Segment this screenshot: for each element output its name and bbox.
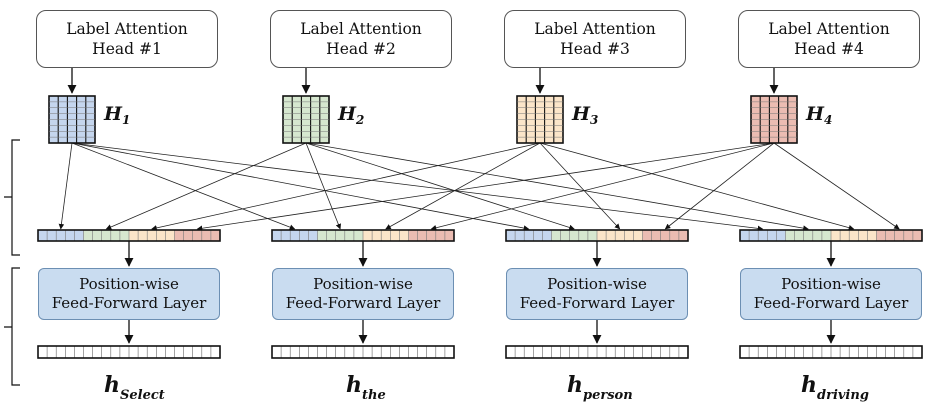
connection-h1-to-token-3 <box>71 142 530 231</box>
connection-h4-to-token-4 <box>773 142 900 230</box>
concat-vector-2-segment-4 <box>408 230 454 241</box>
concat-vector-4-segment-2 <box>785 230 831 241</box>
connection-h2-to-token-3 <box>305 142 575 231</box>
matrix-label-h1-main: H <box>104 103 122 125</box>
output-the-sub: the <box>362 388 386 403</box>
label-attention-head-2: Label Attention Head #2 <box>270 10 452 68</box>
bracket-feedforward <box>4 267 20 386</box>
feed-forward-layer-1: Position-wise Feed-Forward Layer <box>38 268 220 320</box>
connection-h4-to-token-3 <box>664 142 775 230</box>
concat-vector-3-segment-2 <box>551 230 597 241</box>
matrix-label-h1: H1 <box>104 103 130 127</box>
output-label-the: hthe <box>346 372 386 403</box>
head-2-line2: Head #2 <box>326 40 396 58</box>
connection-h2-to-token-2 <box>305 142 341 230</box>
ffn-3-line2: Feed-Forward Layer <box>519 294 675 312</box>
connection-h3-to-token-1 <box>151 142 541 231</box>
concat-vector-4-segment-1 <box>740 230 786 241</box>
concat-vector-4-segment-4 <box>876 230 922 241</box>
head-3-line1: Label Attention <box>534 20 656 38</box>
connection-h3-to-token-3 <box>539 142 621 230</box>
matrix-label-h4-main: H <box>806 103 824 125</box>
concat-vector-3-segment-3 <box>597 230 643 241</box>
concat-vector-3-segment-1 <box>506 230 552 241</box>
matrix-label-h2-sub: 2 <box>355 113 365 127</box>
ffn-4-line2: Feed-Forward Layer <box>753 294 909 312</box>
connection-h4-to-token-1 <box>196 142 775 232</box>
ffn-2-line1: Position-wise <box>313 275 413 293</box>
output-select-main: h <box>104 372 120 398</box>
concat-vector-1-segment-2 <box>83 230 129 241</box>
head-1-line1: Label Attention <box>66 20 188 38</box>
head-4-line1: Label Attention <box>768 20 890 38</box>
ffn-3-line1: Position-wise <box>547 275 647 293</box>
matrix-label-h1-sub: 1 <box>121 113 131 127</box>
output-vector-3 <box>505 345 689 359</box>
head-2-line1: Label Attention <box>300 20 422 38</box>
output-label-driving: hdriving <box>801 372 869 403</box>
connection-h4-to-token-2 <box>430 142 775 231</box>
bracket-attention <box>4 139 20 256</box>
concat-vector-3-segment-4 <box>642 230 688 241</box>
connection-h2-to-token-4 <box>305 142 809 231</box>
matrix-label-h3-main: H <box>572 103 590 125</box>
head-1-line2: Head #1 <box>92 40 162 58</box>
feed-forward-layer-4: Position-wise Feed-Forward Layer <box>740 268 922 320</box>
concat-vector-1-segment-3 <box>129 230 175 241</box>
output-label-select: hSelect <box>104 372 165 403</box>
output-driving-main: h <box>801 372 817 398</box>
output-driving-sub: driving <box>817 388 869 403</box>
matrix-label-h4-sub: 4 <box>823 113 833 127</box>
output-the-main: h <box>346 372 362 398</box>
connection-h1-to-token-1 <box>58 142 73 230</box>
matrix-label-h2: H2 <box>338 103 364 127</box>
concat-vector-4-segment-3 <box>831 230 877 241</box>
connection-h3-to-token-4 <box>539 142 855 231</box>
ffn-4-line1: Position-wise <box>781 275 881 293</box>
connection-h3-to-token-2 <box>385 142 541 230</box>
output-vector-2 <box>271 345 455 359</box>
matrix-label-h2-main: H <box>338 103 356 125</box>
head-4-line2: Head #4 <box>794 40 864 58</box>
concat-vector-1-segment-1 <box>38 230 84 241</box>
ffn-2-line2: Feed-Forward Layer <box>285 294 441 312</box>
feed-forward-layer-3: Position-wise Feed-Forward Layer <box>506 268 688 320</box>
feed-forward-layer-2: Position-wise Feed-Forward Layer <box>272 268 454 320</box>
output-select-sub: Select <box>120 388 165 403</box>
concat-vector-2 <box>271 229 455 242</box>
concat-vector-3 <box>505 229 689 242</box>
connection-h1-to-token-2 <box>71 142 296 230</box>
ffn-1-line1: Position-wise <box>79 275 179 293</box>
output-person-sub: person <box>583 388 633 403</box>
concat-vector-1 <box>37 229 221 242</box>
concat-vector-2-segment-2 <box>317 230 363 241</box>
output-label-person: hperson <box>567 372 633 403</box>
label-attention-head-1: Label Attention Head #1 <box>36 10 218 68</box>
connection-h2-to-token-1 <box>105 142 307 230</box>
concat-vector-2-segment-1 <box>272 230 318 241</box>
concat-vector-2-segment-3 <box>363 230 409 241</box>
output-person-main: h <box>567 372 583 398</box>
concat-vector-4 <box>739 229 923 242</box>
matrix-label-h4: H4 <box>806 103 832 127</box>
connection-h1-to-token-4 <box>71 142 764 232</box>
head-3-line2: Head #3 <box>560 40 630 58</box>
label-attention-head-4: Label Attention Head #4 <box>738 10 920 68</box>
output-vector-4 <box>739 345 923 359</box>
output-vector-1 <box>37 345 221 359</box>
concat-vector-1-segment-4 <box>174 230 220 241</box>
matrix-label-h3: H3 <box>572 103 598 127</box>
label-attention-head-3: Label Attention Head #3 <box>504 10 686 68</box>
ffn-1-line2: Feed-Forward Layer <box>51 294 207 312</box>
matrix-label-h3-sub: 3 <box>589 113 599 127</box>
